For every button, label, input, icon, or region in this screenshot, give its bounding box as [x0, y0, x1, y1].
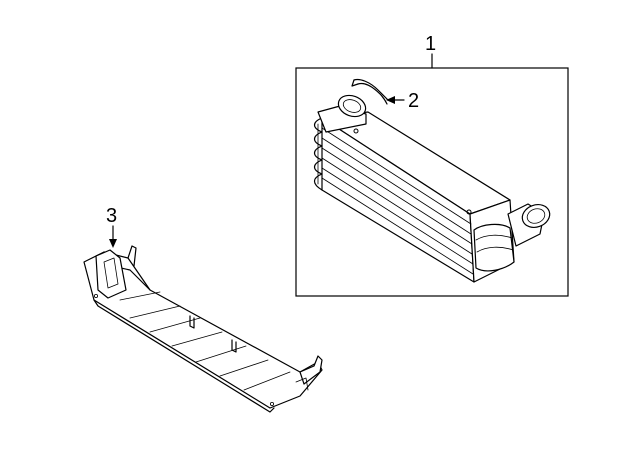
callout-1-label: 1	[425, 33, 436, 55]
intercooler-assembly-box	[295, 67, 569, 297]
air-deflector-part-3	[83, 245, 323, 413]
callout-2-arrow	[386, 96, 405, 104]
callout-2-label: 2	[408, 90, 419, 112]
callout-3-arrow	[109, 225, 117, 248]
intercooler-part-1	[313, 94, 551, 283]
callout-3-label: 3	[106, 205, 117, 227]
hose-clip-part-2	[351, 78, 389, 105]
